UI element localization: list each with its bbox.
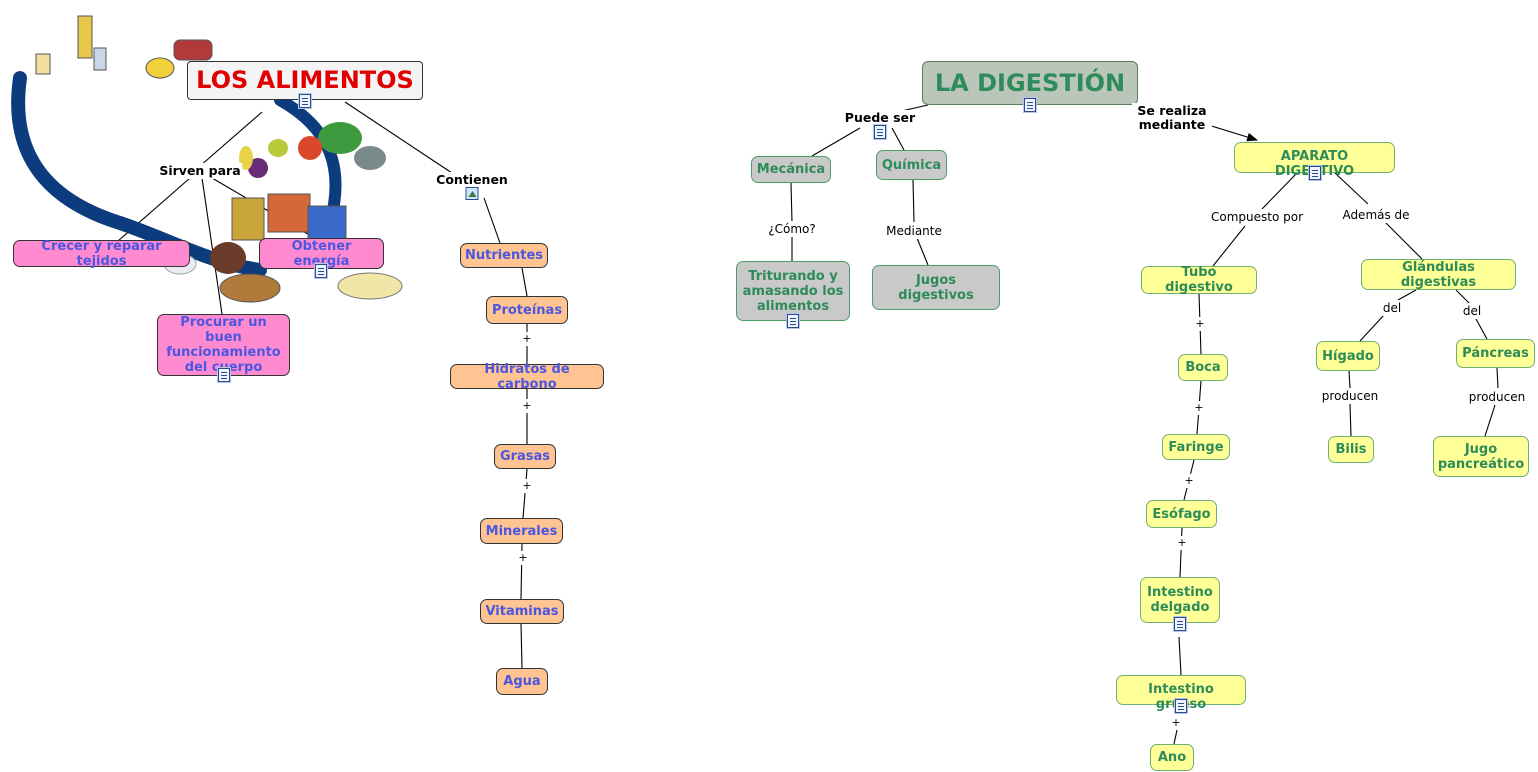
plus-connector: + bbox=[1176, 536, 1188, 550]
jugo-pancreatico-node[interactable]: Jugo pancreático bbox=[1433, 436, 1529, 477]
energia-label: Obtener energía bbox=[291, 238, 352, 269]
document-icon[interactable] bbox=[315, 264, 327, 278]
vitaminas-node[interactable]: Vitaminas bbox=[480, 599, 564, 624]
hidratos-label: Hidratos de carbono bbox=[484, 361, 570, 392]
pancreas-node[interactable]: Páncreas bbox=[1456, 339, 1535, 368]
document-icon[interactable] bbox=[787, 314, 799, 328]
esofago-label: Esófago bbox=[1152, 506, 1211, 522]
intestino-grueso-label: Intestino grueso bbox=[1148, 682, 1214, 712]
proteinas-node[interactable]: Proteínas bbox=[486, 296, 568, 324]
crecer-label: Crecer y reparar tejidos bbox=[41, 238, 162, 269]
link-producen: producen bbox=[1319, 388, 1381, 404]
document-icon[interactable] bbox=[1174, 617, 1186, 631]
minerales-node[interactable]: Minerales bbox=[480, 518, 563, 544]
minerales-label: Minerales bbox=[485, 523, 558, 539]
plus-connector: + bbox=[1194, 317, 1206, 331]
mecanica-label: Mecánica bbox=[756, 162, 826, 177]
plus-connector: + bbox=[1183, 474, 1195, 488]
tubo-digestivo-node[interactable]: Tubo digestivo bbox=[1141, 265, 1257, 295]
nutrientes-node[interactable]: Nutrientes bbox=[460, 243, 548, 268]
los-alimentos-title-node[interactable]: LOS ALIMENTOS bbox=[187, 61, 423, 100]
link-mediante: Mediante bbox=[884, 223, 944, 239]
link-ademas-de: Además de bbox=[1340, 207, 1412, 223]
mecanica-node[interactable]: Mecánica bbox=[751, 156, 831, 183]
link-producen: producen bbox=[1466, 389, 1528, 405]
link-del: del bbox=[1460, 303, 1484, 319]
link-sirven-para: Sirven para bbox=[157, 163, 243, 179]
link-se-realiza-mediante: Se realiza mediante bbox=[1132, 103, 1212, 133]
link-contienen: Contienen bbox=[434, 172, 510, 188]
document-icon[interactable] bbox=[1175, 699, 1187, 713]
la-digestion-title: LA DIGESTIÓN bbox=[934, 68, 1126, 97]
link-del: del bbox=[1380, 300, 1404, 316]
document-icon[interactable] bbox=[1024, 98, 1036, 112]
jugos-label: Jugos digestivos bbox=[898, 273, 974, 303]
document-icon[interactable] bbox=[299, 94, 311, 108]
esofago-node[interactable]: Esófago bbox=[1146, 500, 1217, 528]
boca-label: Boca bbox=[1185, 360, 1221, 375]
plus-connector: + bbox=[1170, 716, 1182, 730]
jugo-pancreatico-label: Jugo pancreático bbox=[1437, 441, 1525, 472]
jugos-digestivos-node[interactable]: Jugos digestivos bbox=[872, 265, 1000, 310]
plus-connector: + bbox=[1193, 401, 1205, 415]
bilis-node[interactable]: Bilis bbox=[1328, 436, 1374, 463]
plus-connector: + bbox=[517, 551, 529, 565]
faringe-label: Faringe bbox=[1168, 439, 1224, 455]
higado-node[interactable]: Hígado bbox=[1316, 341, 1380, 371]
triturando-label: Triturando y amasando los alimentos bbox=[742, 268, 844, 314]
agua-label: Agua bbox=[503, 674, 541, 689]
boca-node[interactable]: Boca bbox=[1178, 354, 1228, 381]
link-compuesto-por: Compuesto por bbox=[1208, 209, 1306, 225]
image-icon[interactable] bbox=[465, 187, 479, 200]
ano-label: Ano bbox=[1157, 750, 1187, 765]
plus-connector: + bbox=[521, 399, 533, 413]
crecer-reparar-tejidos-node[interactable]: Crecer y reparar tejidos bbox=[13, 238, 190, 269]
quimica-node[interactable]: Química bbox=[876, 150, 947, 180]
tubo-label: Tubo digestivo bbox=[1165, 265, 1233, 295]
proteinas-label: Proteínas bbox=[491, 302, 563, 318]
procurar-buen-funcionamiento-node[interactable]: Procurar un buen funcionamiento del cuer… bbox=[157, 314, 290, 376]
intestino-delgado-label: Intestino delgado bbox=[1147, 585, 1213, 615]
link-como: ¿Cómo? bbox=[766, 221, 818, 237]
higado-label: Hígado bbox=[1322, 348, 1374, 364]
aparato-digestivo-node[interactable]: APARATO DIGESTIVO bbox=[1234, 142, 1395, 179]
obtener-energia-node[interactable]: Obtener energía bbox=[259, 238, 384, 269]
vitaminas-label: Vitaminas bbox=[485, 604, 559, 619]
pancreas-label: Páncreas bbox=[1462, 346, 1529, 361]
document-icon[interactable] bbox=[1309, 166, 1321, 180]
bilis-label: Bilis bbox=[1335, 442, 1367, 457]
faringe-node[interactable]: Faringe bbox=[1162, 434, 1230, 460]
grasas-label: Grasas bbox=[499, 449, 551, 464]
nutrientes-label: Nutrientes bbox=[464, 248, 544, 263]
link-puede-ser: Puede ser bbox=[842, 110, 918, 126]
grasas-node[interactable]: Grasas bbox=[494, 444, 556, 469]
plus-connector: + bbox=[521, 479, 533, 493]
food-illustration bbox=[11, 15, 403, 303]
plus-connector: + bbox=[521, 332, 533, 346]
agua-node[interactable]: Agua bbox=[496, 668, 548, 695]
los-alimentos-title: LOS ALIMENTOS bbox=[196, 66, 414, 94]
document-icon[interactable] bbox=[874, 125, 886, 139]
glandulas-digestivas-node[interactable]: Glándulas digestivas bbox=[1361, 259, 1516, 290]
procurar-label: Procurar un buen funcionamiento del cuer… bbox=[166, 315, 281, 375]
document-icon[interactable] bbox=[218, 368, 230, 382]
hidratos-de-carbono-node[interactable]: Hidratos de carbono bbox=[450, 361, 604, 392]
triturando-amasando-node[interactable]: Triturando y amasando los alimentos bbox=[736, 261, 850, 321]
quimica-label: Química bbox=[881, 157, 942, 173]
glandulas-label: Glándulas digestivas bbox=[1400, 259, 1477, 290]
ano-node[interactable]: Ano bbox=[1150, 744, 1194, 771]
